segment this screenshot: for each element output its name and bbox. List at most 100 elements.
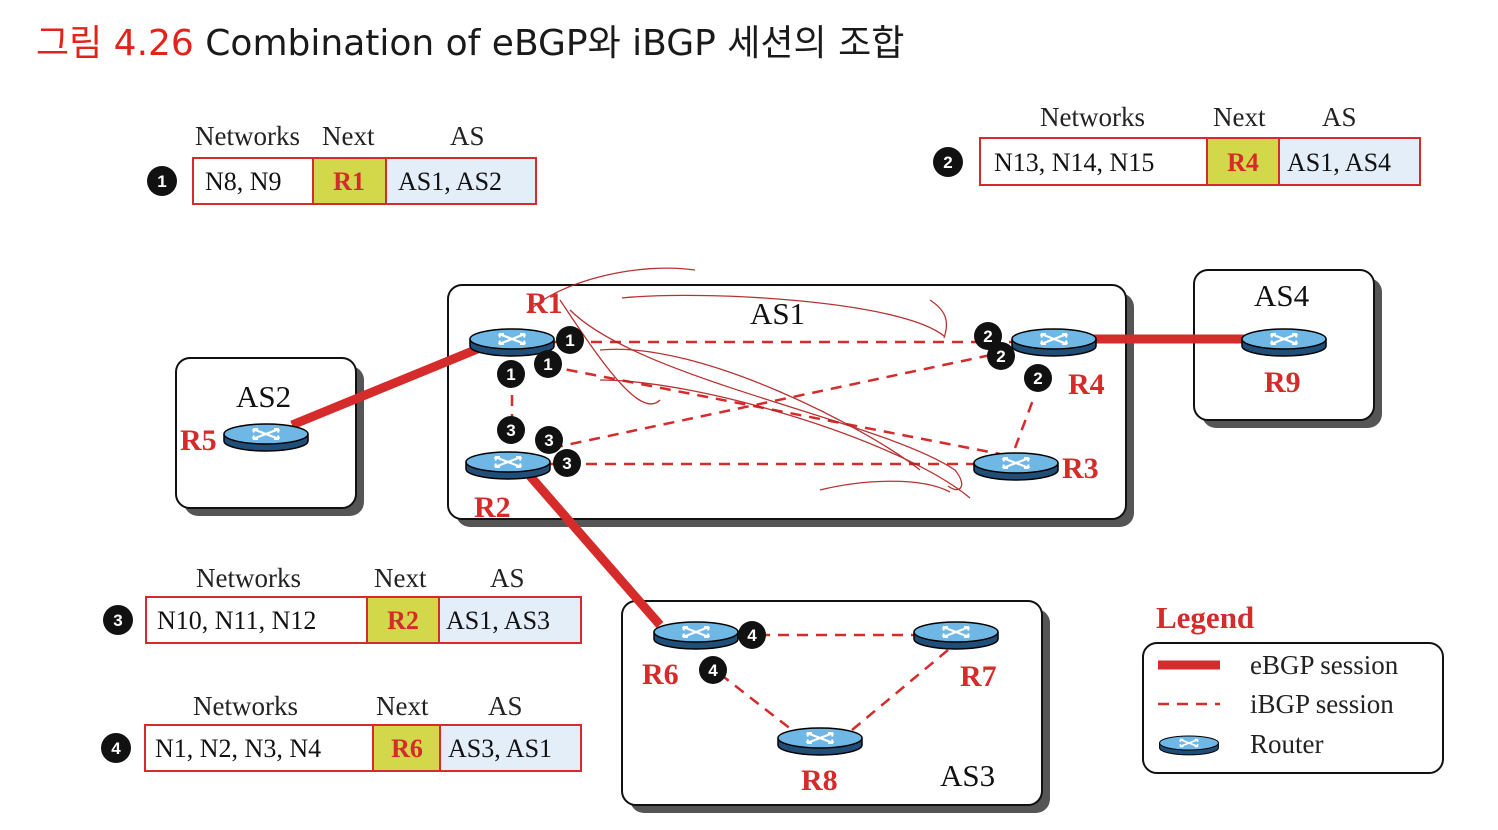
next-hop-cell: R4 xyxy=(1227,148,1259,177)
router-label-r8: R8 xyxy=(801,764,838,797)
legend-item-ebgp: eBGP session xyxy=(1250,650,1399,680)
table-badge: 2 xyxy=(933,147,963,177)
router-r7 xyxy=(912,620,1000,651)
legend: Legend eBGP session iBGP session Router xyxy=(1142,600,1444,774)
router-r3 xyxy=(972,451,1060,482)
as-path-cell: AS1, AS3 xyxy=(446,606,550,635)
router-icon xyxy=(912,620,1000,651)
svg-text:3: 3 xyxy=(544,431,553,450)
next-hop-cell: R1 xyxy=(333,167,365,196)
ebgp-r2-r6 xyxy=(526,473,664,628)
legend-title: Legend xyxy=(1156,600,1254,635)
table-header-next: Next xyxy=(322,121,375,151)
router-label-r6: R6 xyxy=(642,658,679,691)
svg-text:1: 1 xyxy=(565,331,574,350)
ibgp-r3-r4 xyxy=(1013,399,1035,449)
svg-text:4: 4 xyxy=(747,626,757,645)
router-r6 xyxy=(652,620,740,651)
svg-text:4: 4 xyxy=(111,739,121,758)
router-icon xyxy=(1240,327,1328,358)
handwritten-scribbles xyxy=(527,267,971,499)
svg-text:1: 1 xyxy=(157,172,166,191)
table-header-next: Next xyxy=(374,563,427,593)
badge-2: 2 xyxy=(974,322,1002,350)
table-header-next: Next xyxy=(1213,102,1266,132)
update-table-4: Networks Next AS 4 N1, N2, N3, N4 R6 AS3… xyxy=(101,691,582,772)
badge-1: 1 xyxy=(497,360,525,388)
networks-cell: N8, N9 xyxy=(205,167,282,196)
table-header-networks: Networks xyxy=(195,121,300,151)
badge-4: 4 xyxy=(738,621,766,649)
router-r2 xyxy=(464,450,552,481)
svg-text:3: 3 xyxy=(562,454,571,473)
as-label-as1: AS1 xyxy=(750,296,805,331)
figure-caption: Combination of eBGP와 iBGP 세션의 조합 xyxy=(205,23,905,64)
badge-3: 3 xyxy=(535,426,563,454)
table-header-as: AS xyxy=(488,691,523,721)
figure-number: 그림 4.26 xyxy=(36,23,194,64)
router-r9 xyxy=(1240,327,1328,358)
svg-text:2: 2 xyxy=(983,327,992,346)
router-label-r4: R4 xyxy=(1068,368,1105,401)
router-r4 xyxy=(1010,327,1098,358)
router-label-r9: R9 xyxy=(1264,366,1301,399)
networks-cell: N13, N14, N15 xyxy=(994,148,1154,177)
update-table-1: Networks Next AS 1 N8, N9 R1 AS1, AS2 xyxy=(147,121,537,205)
badge-2: 2 xyxy=(987,342,1015,370)
next-hop-cell: R2 xyxy=(387,606,419,635)
as3-box xyxy=(621,600,1050,813)
router-label-r3: R3 xyxy=(1062,452,1099,485)
ebgp-r5-r1 xyxy=(290,343,482,430)
next-hop-cell: R6 xyxy=(391,734,423,763)
table-badge: 3 xyxy=(103,605,133,635)
svg-text:2: 2 xyxy=(996,347,1005,366)
as-path-cell: AS3, AS1 xyxy=(448,734,552,763)
router-icon xyxy=(1158,735,1220,756)
router-icon xyxy=(776,726,864,757)
as-label-as2: AS2 xyxy=(236,379,291,414)
badge-3: 3 xyxy=(553,449,581,477)
update-table-2: Networks Next AS 2 N13, N14, N15 R4 AS1,… xyxy=(933,102,1421,186)
router-icon xyxy=(972,451,1060,482)
table-badge: 4 xyxy=(101,733,131,763)
router-icon xyxy=(1010,327,1098,358)
networks-cell: N10, N11, N12 xyxy=(157,606,316,635)
table-header-as: AS xyxy=(450,121,485,151)
router-label-r1: R1 xyxy=(526,287,563,320)
router-icon xyxy=(652,620,740,651)
svg-text:2: 2 xyxy=(1033,369,1042,388)
table-header-as: AS xyxy=(1322,102,1357,132)
badge-1: 1 xyxy=(534,350,562,378)
badge-3: 3 xyxy=(497,416,525,444)
update-table-3: Networks Next AS 3 N10, N11, N12 R2 AS1,… xyxy=(103,563,582,644)
ibgp-r7-r8 xyxy=(851,649,949,731)
networks-cell: N1, N2, N3, N4 xyxy=(155,734,321,763)
router-icon xyxy=(222,422,310,453)
as-path-cell: AS1, AS2 xyxy=(398,167,502,196)
router-label-r7: R7 xyxy=(960,660,997,693)
legend-item-ibgp: iBGP session xyxy=(1250,689,1394,719)
legend-item-router: Router xyxy=(1250,729,1324,759)
svg-text:4: 4 xyxy=(708,661,718,680)
as-label-as4: AS4 xyxy=(1254,278,1310,313)
badge-4: 4 xyxy=(699,656,727,684)
router-label-r5: R5 xyxy=(180,424,217,457)
router-label-r2: R2 xyxy=(474,491,511,524)
table-badge: 1 xyxy=(147,166,177,196)
svg-text:2: 2 xyxy=(943,153,952,172)
table-header-networks: Networks xyxy=(196,563,301,593)
svg-text:3: 3 xyxy=(506,421,515,440)
router-r8 xyxy=(776,726,864,757)
badge-2: 2 xyxy=(1024,364,1052,392)
ibgp-r6-r8 xyxy=(719,673,793,731)
table-header-networks: Networks xyxy=(1040,102,1145,132)
badge-1: 1 xyxy=(556,326,584,354)
table-header-networks: Networks xyxy=(193,691,298,721)
as-label-as3: AS3 xyxy=(940,758,995,793)
router-icon xyxy=(464,450,552,481)
as1-box xyxy=(447,284,1134,527)
table-header-next: Next xyxy=(376,691,429,721)
ibgp-r2-r4 xyxy=(551,350,1006,450)
svg-text:1: 1 xyxy=(506,365,515,384)
